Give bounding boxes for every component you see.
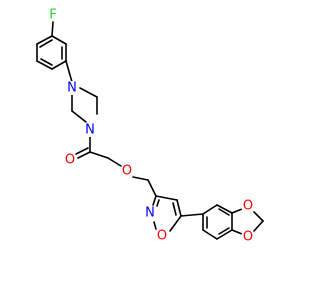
atom-n-isoxazole: N — [143, 206, 157, 221]
bond — [169, 215, 182, 232]
bond — [132, 176, 149, 181]
aromatic-inner-bond — [172, 202, 177, 216]
aromatic-inner-bond — [156, 199, 160, 207]
bond — [36, 35, 53, 45]
aromatic-inner-bond — [218, 227, 230, 235]
bond-f-c — [51, 21, 54, 37]
bond — [147, 179, 157, 197]
carbonyl-double-bond — [77, 151, 91, 159]
bond — [51, 60, 67, 70]
bond — [153, 221, 157, 230]
bond — [253, 211, 264, 222]
piperazine-ring — [71, 87, 98, 123]
atom-o-ether: O — [120, 164, 134, 179]
atom-o-carbonyl: O — [63, 153, 77, 168]
bond — [36, 60, 53, 70]
bond — [231, 229, 243, 235]
atom-o-dioxole-bottom: O — [241, 230, 255, 245]
bond — [216, 204, 233, 214]
atom-label-oxygen: O — [243, 230, 253, 245]
atom-label-nitrogen: N — [85, 123, 95, 138]
bond — [202, 229, 218, 240]
molecule-structure-drawing: F N N O O N O O O — [36, 8, 264, 245]
amide-linker — [75, 136, 157, 197]
atom-f: F — [49, 8, 56, 23]
bond — [253, 220, 264, 232]
aromatic-inner-bond — [39, 39, 53, 48]
aromatic-inner-bond — [218, 208, 230, 216]
atom-o-isoxazole: O — [155, 229, 169, 244]
atom-label-fluorine: F — [49, 8, 56, 23]
fluorophenyl-ring — [36, 21, 73, 83]
benzodioxole-ring — [202, 204, 264, 240]
bond — [51, 35, 67, 45]
bond-aryl-n — [65, 60, 73, 83]
atom-label-oxygen: O — [65, 153, 75, 168]
atom-n-piperazine-amide: N — [83, 123, 97, 138]
carbonyl-double-bond — [75, 147, 89, 155]
bond — [155, 195, 178, 201]
bond — [107, 157, 122, 167]
bond — [216, 229, 233, 240]
bond — [89, 151, 109, 159]
bond — [71, 110, 87, 123]
atom-label-oxygen: O — [122, 164, 132, 179]
atom-label-nitrogen: N — [67, 81, 77, 96]
atom-label-nitrogen: N — [145, 206, 155, 221]
bond — [79, 87, 98, 98]
aromatic-inner-bond — [40, 58, 53, 66]
bond-isoxazole-aryl — [180, 213, 204, 217]
bond — [231, 208, 243, 214]
bond — [202, 204, 218, 215]
atom-n-piperazine-top: N — [65, 81, 79, 96]
atom-o-dioxole-top: O — [241, 199, 255, 214]
atom-label-oxygen: O — [157, 229, 167, 244]
isoxazole-ring — [152, 195, 204, 232]
bond — [176, 199, 182, 217]
bond — [152, 195, 157, 206]
atom-label-oxygen: O — [243, 199, 253, 214]
